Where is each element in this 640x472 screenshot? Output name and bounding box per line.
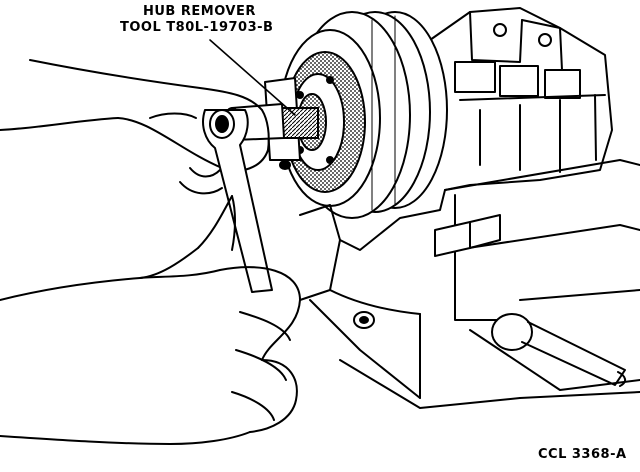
callout-label-line2: TOOL T80L-19703-B [120,20,274,35]
holding-fixture [300,190,520,408]
clutch-hub [285,52,365,192]
wrench [203,110,272,292]
figure-id-label: CCL 3368-A [538,447,627,462]
upper-hand [0,60,269,193]
callout-leader [210,40,295,115]
callout-label-line1: HUB REMOVER [143,4,256,19]
compressor-body [430,8,612,190]
vise-handle [492,314,625,386]
vise [435,160,640,398]
